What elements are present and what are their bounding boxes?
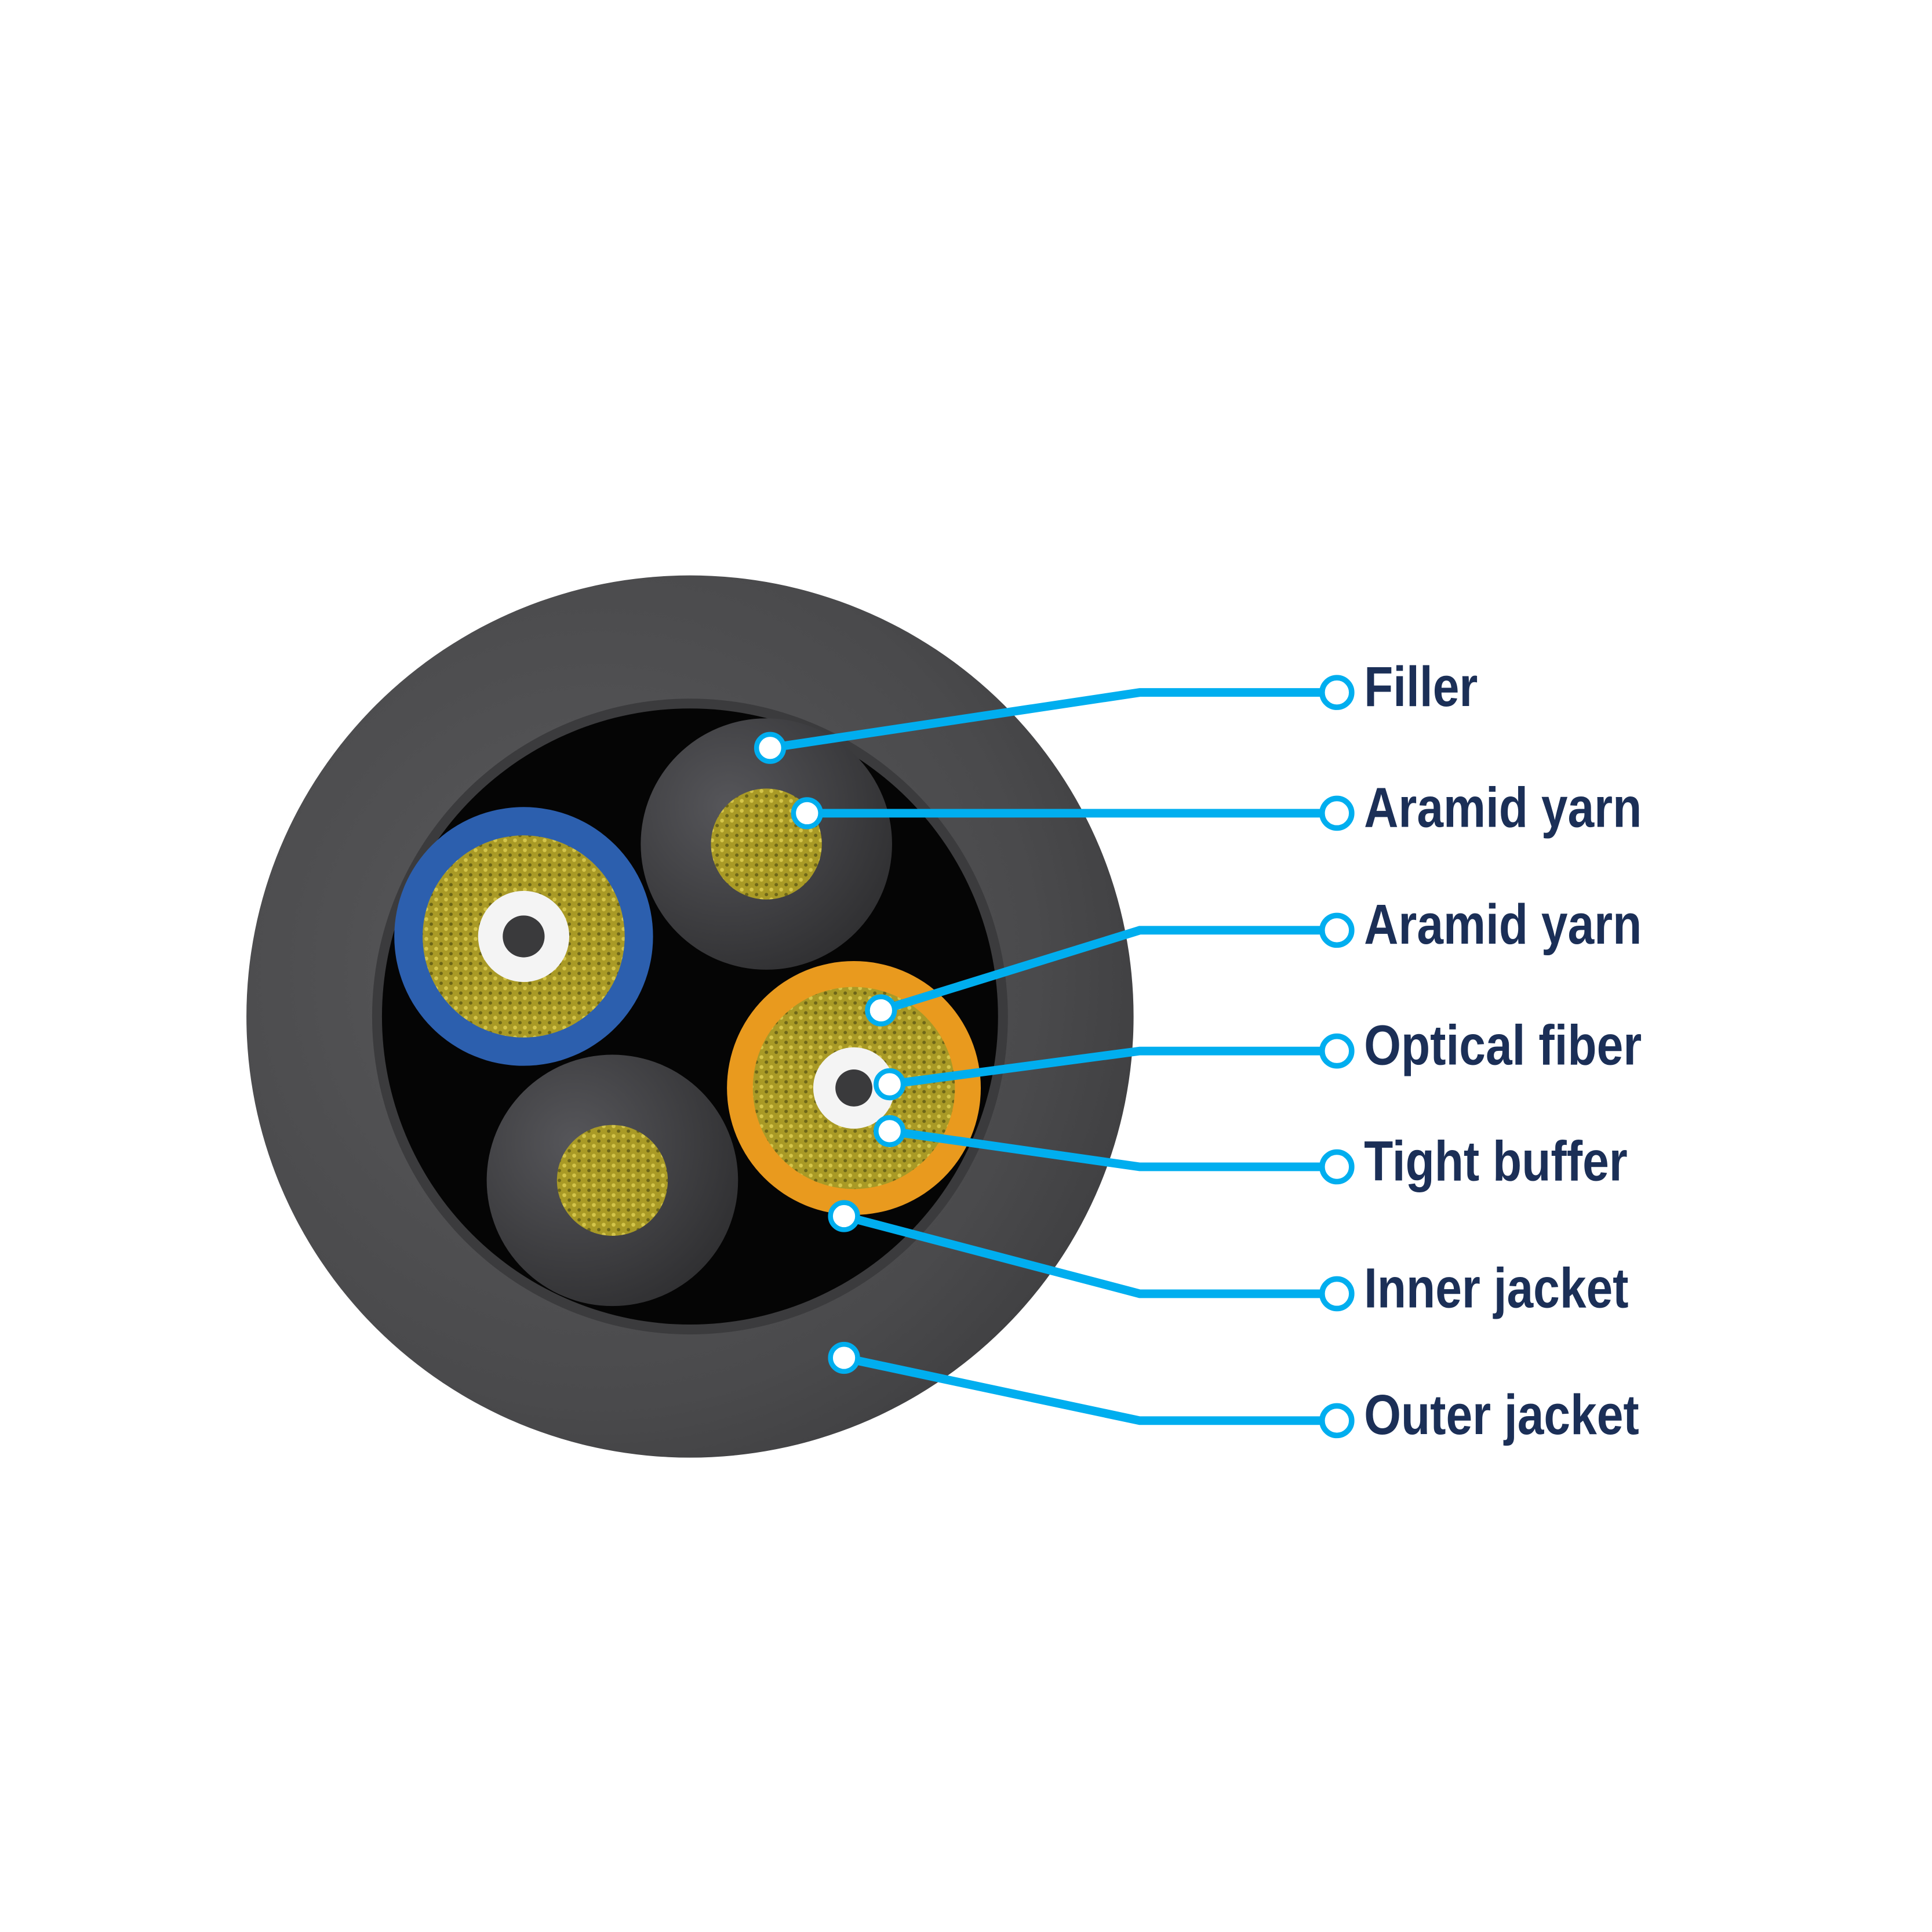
label-aramid-yarn-1: Aramid yarn xyxy=(1364,776,1642,839)
label-filler: Filler xyxy=(1364,655,1478,718)
callout-inner-jacket: Inner jacket xyxy=(828,1200,1629,1320)
label-optical-fiber: Optical fiber xyxy=(1364,1014,1642,1077)
callout-aramid-yarn-2: Aramid yarn xyxy=(865,893,1642,1027)
label-tight-buffer: Tight buffer xyxy=(1364,1130,1628,1193)
filler-aramid-core xyxy=(556,1125,668,1236)
callout-aramid-yarn-1: Aramid yarn xyxy=(791,776,1642,839)
callout-outer-jacket: Outer jacket xyxy=(828,1341,1639,1447)
callout-tight-buffer: Tight buffer xyxy=(874,1115,1628,1193)
blue-subunit xyxy=(394,807,653,1066)
filler-bottom xyxy=(486,1054,738,1307)
callout-optical-fiber: Optical fiber xyxy=(874,1014,1642,1101)
callout-filler: Filler xyxy=(754,655,1478,764)
orange-subunit xyxy=(727,960,981,1215)
label-outer-jacket: Outer jacket xyxy=(1364,1384,1639,1447)
label-inner-jacket: Inner jacket xyxy=(1364,1257,1628,1320)
label-aramid-yarn-2: Aramid yarn xyxy=(1364,893,1642,956)
filler-top xyxy=(641,718,892,970)
optical-fiber xyxy=(835,1069,872,1107)
